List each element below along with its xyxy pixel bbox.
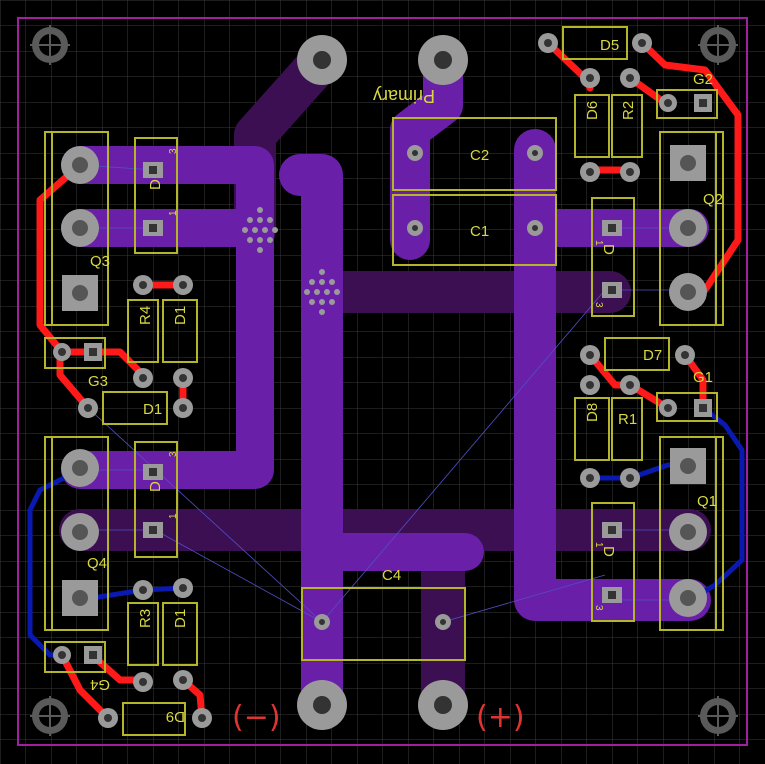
- r1-outline: [611, 397, 643, 461]
- r4-label: R4: [137, 306, 154, 325]
- dq2-pin3: 3: [593, 302, 604, 308]
- dq4-label: D: [147, 481, 164, 492]
- d11-label: D1: [172, 306, 189, 325]
- d10-label: D1: [143, 401, 162, 418]
- d8-outline: [574, 397, 610, 461]
- g3-label: G3: [88, 373, 108, 390]
- d8-label: D8: [584, 403, 601, 422]
- c2-label: C2: [470, 147, 489, 164]
- dq1-outline: [591, 502, 635, 622]
- mount-hole-top-right: [698, 25, 738, 65]
- d11-outline: [162, 299, 198, 363]
- primary-label: Primary: [373, 86, 435, 106]
- c2-outline: [392, 117, 557, 191]
- q2-label: Q2: [703, 191, 723, 208]
- dq1-label: D: [600, 546, 617, 557]
- d13-label: D1: [172, 609, 189, 628]
- g2-outline: [656, 89, 718, 119]
- via-cluster-lower: [304, 269, 340, 315]
- d9-outline: [122, 702, 186, 736]
- dq4-outline: [134, 441, 178, 558]
- c1-outline: [392, 194, 557, 266]
- dq2-label: D: [600, 244, 617, 255]
- mounting-holes: [30, 25, 738, 736]
- r3-outline: [127, 602, 159, 666]
- q1-outline: [659, 436, 724, 631]
- mount-hole-bottom-left: [30, 696, 70, 736]
- d6-outline: [574, 94, 610, 158]
- g4-outline: [44, 641, 106, 673]
- r1-label: R1: [618, 411, 637, 428]
- mount-hole-bottom-right: [698, 696, 738, 736]
- c4-label: C4: [382, 567, 401, 584]
- d13-outline: [162, 602, 198, 666]
- r3-label: R3: [137, 609, 154, 628]
- dq3-outline: [134, 137, 178, 254]
- q3-label: Q3: [90, 253, 110, 270]
- dq4-pin1: 1: [168, 513, 179, 519]
- d5-label: D5: [600, 37, 619, 54]
- minus-terminal-label: (−): [232, 700, 281, 735]
- via-cluster-upper: [242, 207, 278, 253]
- r2-label: R2: [620, 101, 637, 120]
- board-outline: [17, 17, 748, 746]
- pour-center-vertical: [279, 154, 343, 726]
- c4-outline: [301, 587, 466, 661]
- pour-q3-top: [61, 146, 274, 489]
- g4-label: G4: [90, 676, 110, 693]
- q4-outline: [44, 436, 109, 631]
- mount-hole-top-left: [30, 25, 70, 65]
- r4-outline: [127, 299, 159, 363]
- dq4-pin3: 3: [168, 451, 179, 457]
- d5-outline: [562, 26, 628, 60]
- g1-outline: [656, 392, 718, 422]
- silkscreen: [44, 26, 724, 736]
- c1-label: C1: [470, 223, 489, 240]
- r2-outline: [611, 94, 643, 158]
- dq1-pin3: 3: [593, 605, 604, 611]
- q4-label: Q4: [87, 555, 107, 572]
- d6-label: D6: [584, 101, 601, 120]
- plus-terminal-label: (+): [476, 700, 525, 735]
- g1-label: G1: [693, 369, 713, 386]
- g3-outline: [44, 337, 106, 369]
- d9-label: D9: [166, 708, 185, 725]
- q2-outline: [659, 131, 724, 326]
- dq3-pin1: 1: [168, 210, 179, 216]
- d7-label: D7: [643, 347, 662, 364]
- dq2-pin1: 1: [593, 240, 604, 246]
- labels: Primary C2 C1 C4 Q3 Q4 Q2 Q1 G3 G4 G2 G1…: [87, 37, 723, 735]
- q3-outline: [44, 131, 109, 326]
- dq2-outline: [591, 197, 635, 317]
- g2-label: G2: [693, 71, 713, 88]
- pads: [53, 33, 712, 730]
- dq3-pin3: 3: [168, 148, 179, 154]
- d7-outline: [604, 337, 670, 371]
- dq3-label: D: [147, 179, 164, 190]
- d10-outline: [102, 391, 168, 425]
- q1-label: Q1: [697, 493, 717, 510]
- dq1-pin1: 1: [593, 542, 604, 548]
